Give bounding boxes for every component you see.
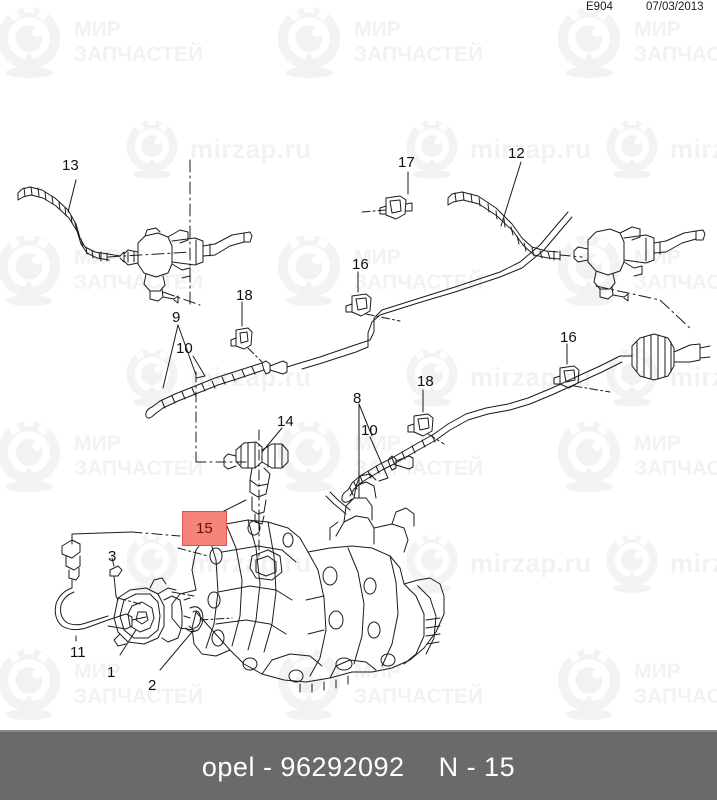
- part-15-transmission-housing: [171, 473, 445, 693]
- callout-8: 8: [353, 390, 362, 407]
- axis-15-c: [199, 617, 233, 621]
- leader-9b: [177, 324, 197, 376]
- callout-14: 14: [277, 413, 294, 430]
- leader-2: [159, 631, 193, 671]
- axis-15-a: [177, 547, 209, 557]
- technical-drawing: [17, 159, 711, 693]
- axis-16-right: [573, 385, 611, 393]
- axis-11: [131, 531, 181, 537]
- leader-13: [67, 179, 77, 213]
- axis-diag-9: [162, 291, 201, 306]
- callout-2: 2: [148, 677, 157, 694]
- callout-10: 10: [176, 340, 193, 357]
- callout-3: 3: [108, 548, 117, 565]
- part-11-sensor: [54, 539, 147, 631]
- axis-hose-12: [559, 254, 583, 258]
- callout-16: 16: [352, 256, 369, 273]
- leader-10-left: [192, 355, 206, 379]
- leader-11-bracket: [71, 531, 133, 545]
- part-pipe-main-upper: [299, 211, 573, 370]
- axis-cylinder-right: [595, 285, 693, 331]
- callout-11: 11: [70, 644, 86, 661]
- header-code: E904: [586, 1, 613, 13]
- callout-13: 13: [62, 157, 79, 174]
- leader-15: [221, 499, 247, 513]
- part-3-bolt: [109, 565, 123, 601]
- footer-page-number: N - 15: [438, 751, 516, 782]
- part-16-clip-mid: [345, 293, 372, 317]
- axis-15-b: [171, 591, 195, 597]
- callout-1: 1: [107, 664, 116, 681]
- callout-17: 17: [398, 154, 415, 171]
- callout-16: 16: [560, 329, 577, 346]
- axis-3: [117, 597, 141, 605]
- leader-14: [261, 427, 283, 453]
- axis-16-mid: [365, 313, 401, 322]
- leader-10-right: [369, 436, 389, 482]
- part-12-hose: [447, 191, 561, 261]
- part-17-clip: [379, 195, 413, 220]
- part-14-tee-connector: [223, 441, 289, 525]
- callout-12: 12: [508, 145, 525, 162]
- page-header: E904 07/03/2013: [0, 0, 717, 18]
- part-cylinder-right: [573, 226, 706, 302]
- header-date: 07/03/2013: [646, 1, 704, 13]
- page-footer: opel - 96292092 N - 15: [0, 730, 717, 800]
- part-10-pipe-left: [145, 360, 301, 419]
- callout-15-highlighted[interactable]: 15: [182, 511, 227, 546]
- leader-1: [119, 629, 137, 656]
- part-13-hose: [17, 186, 135, 263]
- part-18-clip-right: [407, 413, 434, 437]
- part-18-clip-left: [230, 327, 253, 350]
- leader-3: [111, 557, 115, 567]
- callout-18: 18: [236, 287, 253, 304]
- axis-17: [361, 209, 387, 213]
- part-pipe-lower-right: [341, 355, 623, 503]
- leader-8b: [358, 403, 373, 437]
- axis-hose-13: [107, 251, 191, 258]
- axis-18-right: [427, 433, 445, 445]
- callout-18: 18: [417, 373, 434, 390]
- leader-12: [500, 161, 522, 227]
- callout-9: 9: [172, 309, 181, 326]
- part-coupling-right: [619, 333, 711, 381]
- axis-18-left: [247, 347, 263, 363]
- footer-part-number: opel - 96292092: [201, 751, 405, 782]
- part-9-master-cylinder: [123, 227, 253, 304]
- callout-10: 10: [361, 422, 378, 439]
